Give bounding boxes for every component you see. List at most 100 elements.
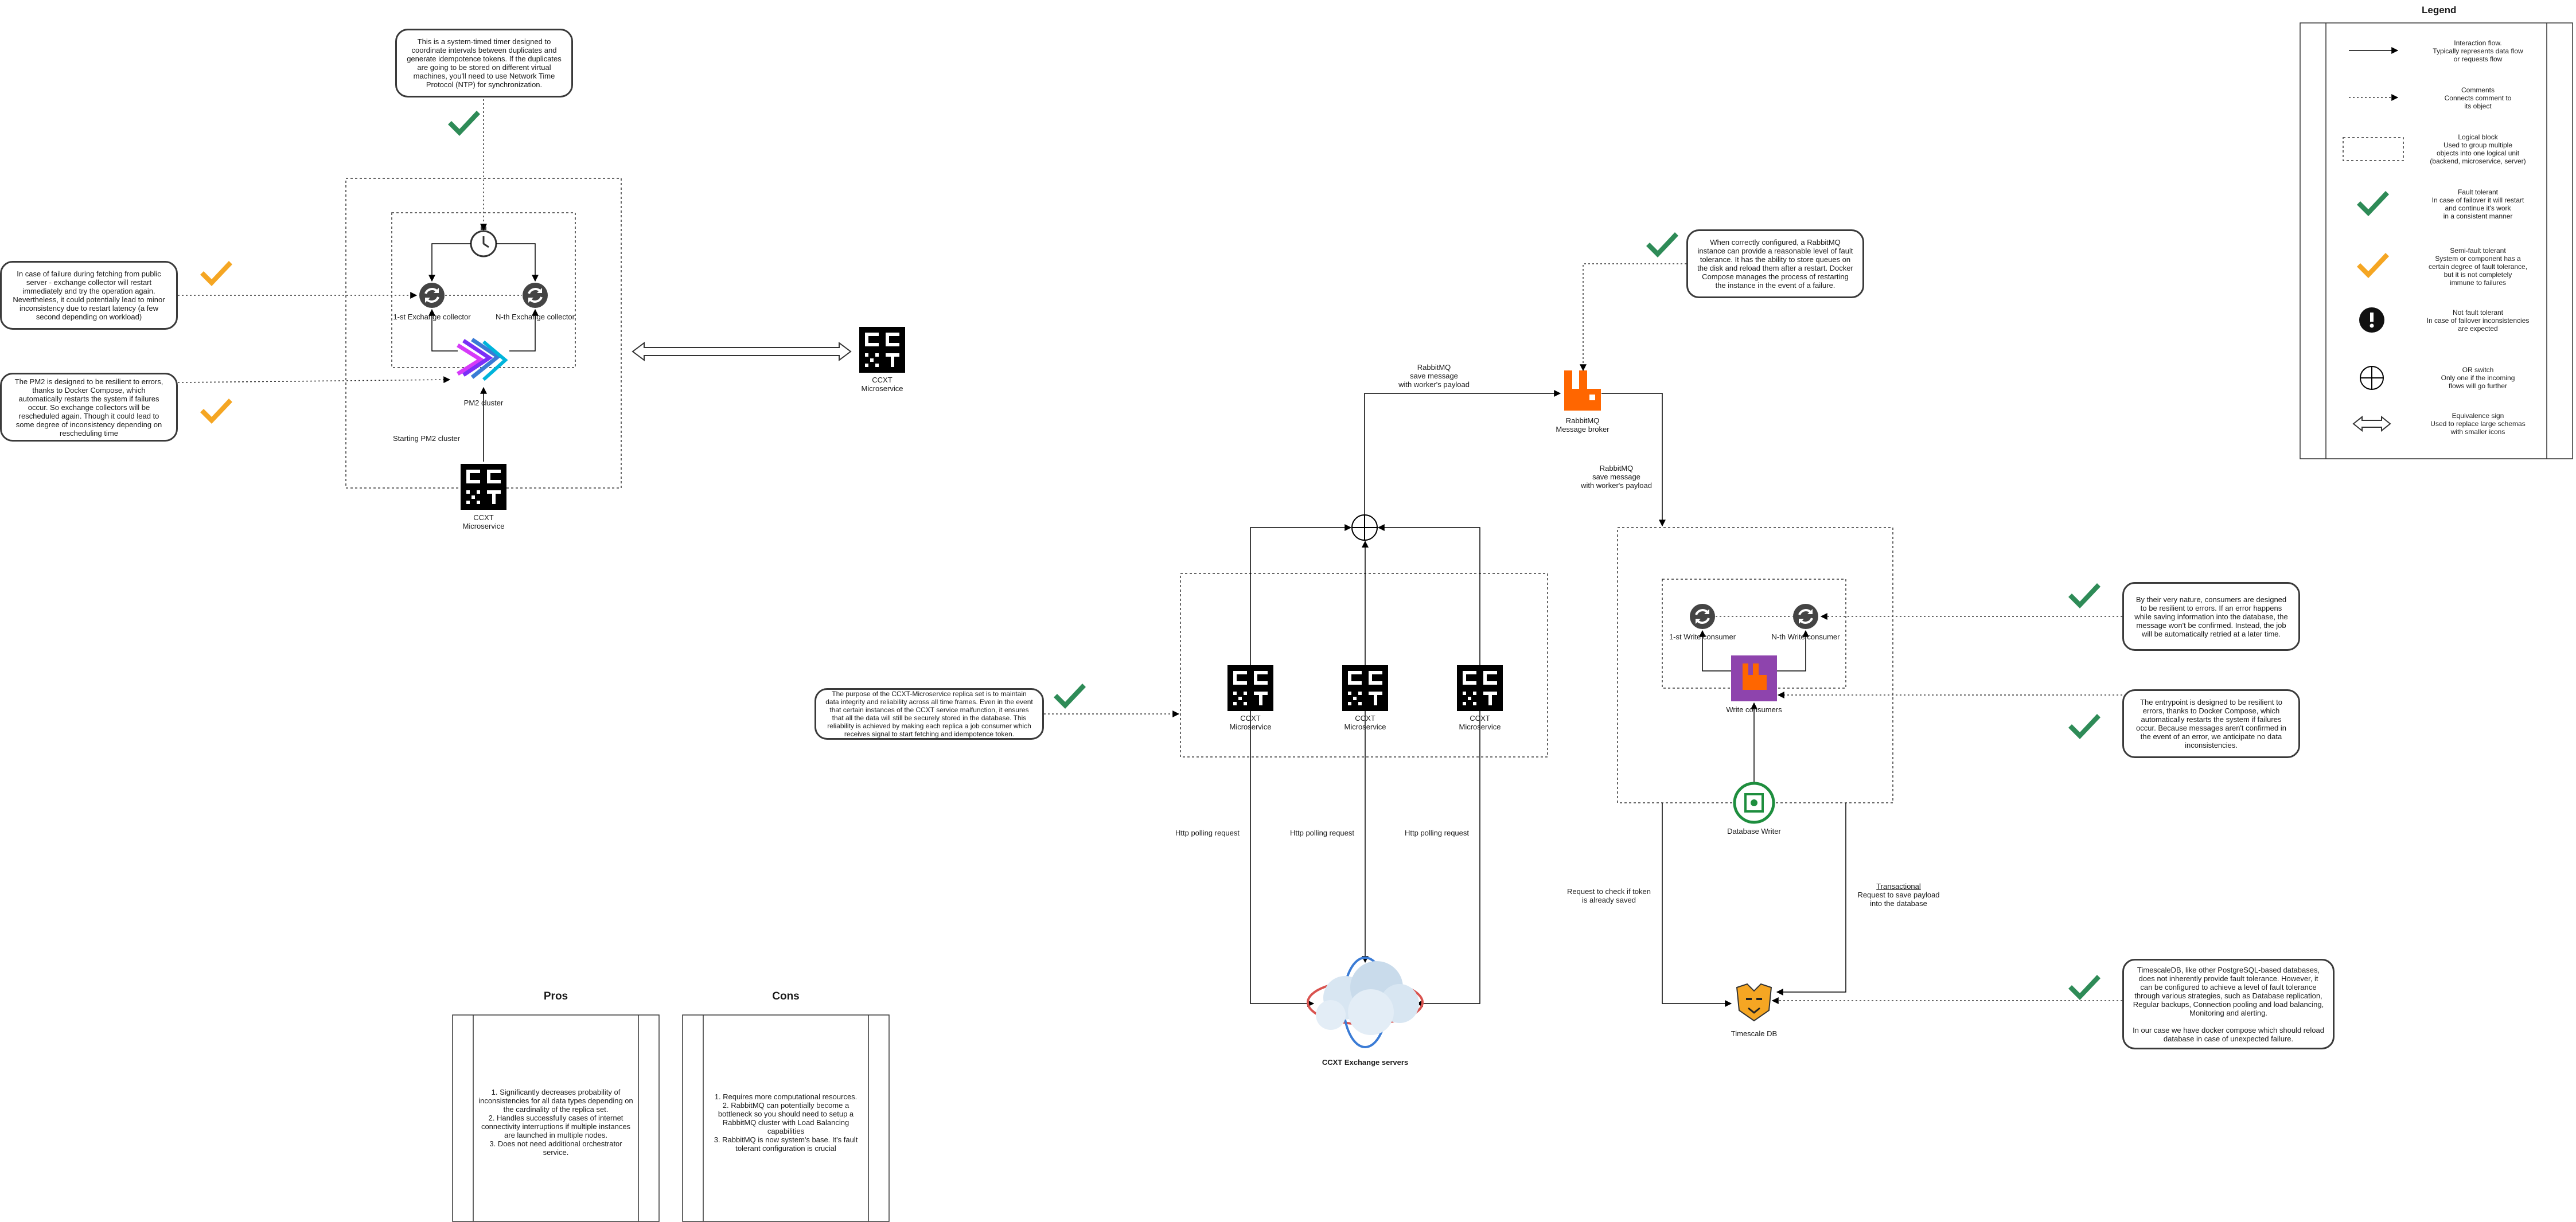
rabbitmq-green-check-icon — [1646, 232, 1678, 257]
fetch-failure-note: In case of failure during fetching from … — [0, 261, 178, 330]
rabbitmq-to-consumers — [1601, 393, 1666, 527]
legend-item-semi-fault-tolerant: Semi-fault tolerant System or component … — [2428, 247, 2528, 287]
legend-item-or-switch: OR switch Only one if the incoming flows… — [2441, 366, 2515, 390]
pm2-cluster-label: PM2 cluster — [463, 399, 504, 407]
ccxt-exchange-servers-icon — [1307, 956, 1424, 1048]
equiv-ccxt-logo-icon — [859, 327, 905, 373]
cons-body: 1. Requires more computational resources… — [714, 1092, 858, 1153]
or-to-rabbitmq — [1364, 390, 1561, 515]
replica-3-label: CCXT Microservice — [1459, 714, 1501, 731]
entrypoint-note: The entrypoint is designed to be resilie… — [2122, 689, 2300, 758]
nth-write-consumer-label: N-th Write consumer — [1771, 633, 1840, 641]
write-to-first-consumer — [1699, 630, 1731, 671]
timer-green-check-icon — [448, 111, 480, 136]
rabbitmq-comment-line — [1580, 263, 1686, 372]
equivalence-arrow-icon — [632, 342, 852, 361]
first-write-consumer-label: 1-st Write consumer — [1669, 633, 1736, 641]
consumer-inner-block — [1662, 579, 1846, 689]
first-exchange-collector-label: 1-st Exchange collector — [393, 313, 471, 321]
rabbitmq-save-label-2: RabbitMQ save message with worker's payl… — [1581, 464, 1652, 490]
pros-body: 1. Significantly decreases probability o… — [478, 1088, 633, 1157]
legend-equivalence-icon — [2352, 415, 2391, 432]
fetch-orange-check-icon — [200, 261, 232, 286]
save-payload-line — [1776, 803, 1846, 995]
first-collector-sync-icon — [418, 282, 446, 309]
database-writer-icon — [1733, 782, 1775, 824]
write-consumers-label: Write consumers — [1726, 705, 1782, 714]
entrypoint-green-check-icon — [2068, 714, 2100, 739]
equiv-ccxt-microservice-label: CCXT Microservice — [861, 376, 903, 393]
nth-write-consumer-sync-icon — [1792, 603, 1819, 630]
starting-pm2-label: Starting PM2 cluster — [393, 434, 461, 443]
legend-item-equivalence: Equivalence sign Used to replace large s… — [2430, 412, 2526, 436]
check-token-line — [1662, 803, 1732, 1007]
cons-title: Cons — [772, 990, 800, 1002]
legend-item-logical-block: Logical block Used to group multiple obj… — [2430, 133, 2526, 165]
legend-title: Legend — [2422, 5, 2457, 15]
replica-2-ccxt-logo-icon — [1342, 665, 1388, 711]
or-switch-icon — [1351, 514, 1378, 541]
timer-icon — [470, 227, 497, 257]
timer-to-nth-collector — [496, 243, 539, 282]
legend-orange-check-icon — [2357, 253, 2389, 278]
legend-exclamation-icon — [2359, 307, 2384, 333]
write-to-nth-consumer — [1777, 630, 1809, 671]
nth-collector-sync-icon — [521, 282, 549, 309]
rabbitmq-logo-icon — [1564, 370, 1601, 411]
pros-cons-boxes — [452, 1014, 890, 1222]
database-writer-label: Database Writer — [1727, 827, 1781, 836]
replica-green-check-icon — [1054, 684, 1086, 709]
timescale-green-check-icon — [2068, 975, 2100, 1000]
nth-exchange-collector-label: N-th Exchange collector — [495, 313, 575, 321]
check-token-label: Request to check if token is already sav… — [1567, 887, 1651, 904]
timer-note: This is a system-timed timer designed to… — [395, 29, 573, 97]
replica-block — [1180, 573, 1548, 758]
replica-3-to-or — [1377, 524, 1480, 665]
timer-to-first-collector — [428, 243, 471, 282]
legend-or-switch-icon — [2360, 366, 2384, 390]
equivalence-group — [632, 327, 905, 373]
ccxt-exchange-servers-label: CCXT Exchange servers — [1322, 1058, 1409, 1067]
pm2-section — [177, 99, 622, 510]
left-ccxt-microservice-label: CCXT Microservice — [462, 513, 505, 530]
timescale-note: TimescaleDB, like other PostgreSQL-based… — [2122, 959, 2335, 1049]
legend-panel — [2300, 22, 2573, 459]
replica-1-to-servers — [1250, 711, 1315, 1007]
pm2-orange-check-icon — [200, 399, 232, 424]
http-polling-label-1: Http polling request — [1175, 829, 1240, 837]
consumers-green-check-icon — [2068, 583, 2100, 608]
http-polling-label-3: Http polling request — [1404, 829, 1469, 837]
save-payload-label: Request to save payload into the databas… — [1857, 891, 1940, 908]
replica-section — [1044, 390, 1561, 1048]
pm2-logo-icon — [457, 338, 508, 381]
pm2-comment-line — [177, 376, 451, 384]
left-ccxt-logo-icon — [461, 464, 506, 510]
replica-2-label: CCXT Microservice — [1344, 714, 1386, 731]
timescale-db-label: Timescale DB — [1731, 1029, 1778, 1038]
rabbitmq-save-label-1: RabbitMQ save message with worker's payl… — [1398, 363, 1470, 389]
legend-dotted-box-icon — [2343, 137, 2404, 161]
write-consumers-icon — [1731, 655, 1777, 701]
consumer-section — [1564, 232, 2122, 1022]
http-polling-label-2: Http polling request — [1289, 829, 1354, 837]
legend-green-check-icon — [2357, 191, 2389, 216]
replica-3-ccxt-logo-icon — [1457, 665, 1503, 711]
pros-title: Pros — [543, 990, 568, 1002]
rabbitmq-note: When correctly configured, a RabbitMQ in… — [1686, 229, 1864, 298]
timescale-db-icon — [1736, 983, 1772, 1022]
pm2-to-first-collector — [428, 309, 458, 352]
replica-3-to-servers — [1416, 711, 1480, 1007]
replica-1-ccxt-logo-icon — [1227, 665, 1273, 711]
rabbitmq-broker-label: RabbitMQ Message broker — [1556, 416, 1609, 434]
replica-note: The purpose of the CCXT-Microservice rep… — [815, 688, 1044, 740]
first-write-consumer-sync-icon — [1689, 603, 1716, 630]
pm2-to-nth-collector — [509, 309, 539, 352]
legend-item-not-fault-tolerant: Not fault tolerant In case of failover i… — [2426, 309, 2530, 333]
legend-item-fault-tolerant: Fault tolerant In case of failover it wi… — [2431, 188, 2524, 220]
replica-1-to-or — [1250, 524, 1352, 665]
legend-item-comments: Comments Connects comment to its object — [2444, 86, 2512, 110]
consumers-note: By their very nature, consumers are desi… — [2122, 582, 2300, 651]
pm2-note: The PM2 is designed to be resilient to e… — [0, 373, 178, 442]
replica-1-label: CCXT Microservice — [1229, 714, 1272, 731]
